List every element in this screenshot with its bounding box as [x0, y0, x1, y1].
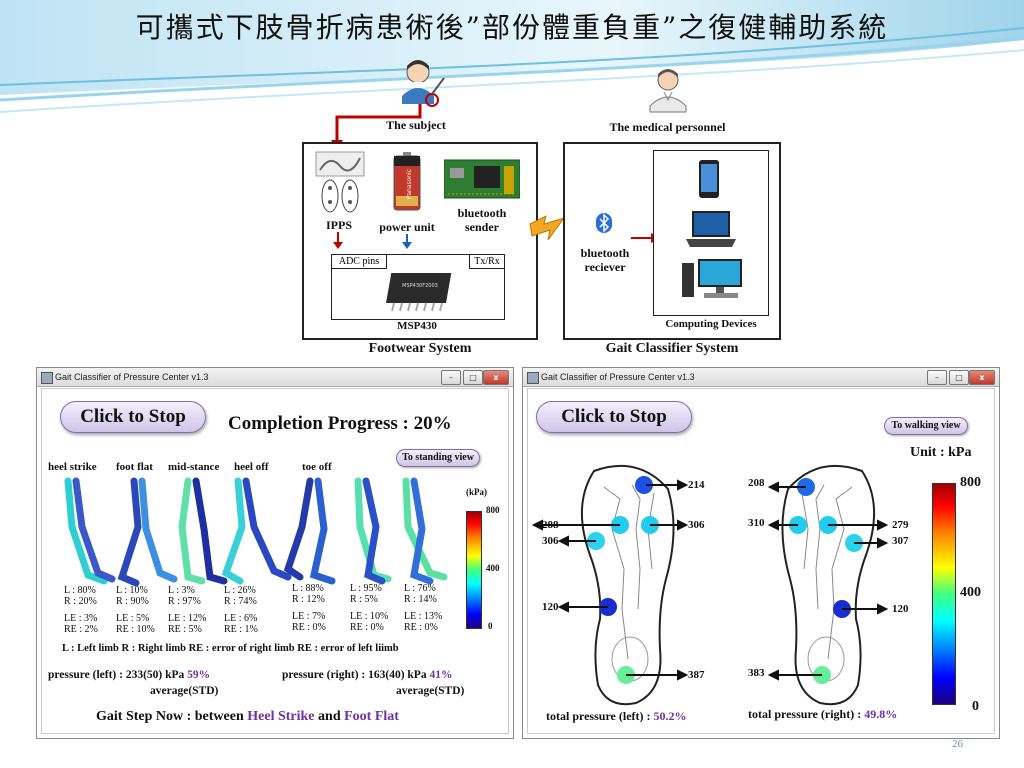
right-window-body: Click to Stop To walking view Unit : kPa — [527, 388, 995, 734]
medical-personnel-label: The medical personnel — [609, 120, 726, 134]
slide-page-number: 26 — [952, 738, 963, 750]
adc-pins-label: ADC pins — [331, 254, 387, 269]
left-pressure-colorbar — [466, 511, 482, 629]
bluetooth-icon — [596, 213, 612, 233]
left-m3-value: 306 — [688, 519, 705, 531]
laptop-icon — [686, 211, 736, 247]
medical-personnel-avatar-icon — [649, 69, 687, 113]
leg-skeleton-figures — [64, 477, 448, 587]
close-button[interactable]: x — [483, 370, 509, 385]
power-unit-label: power unit — [379, 220, 435, 234]
stats-block-6: L : 95%R : 5% LE : 10%RE : 0% — [350, 583, 389, 633]
right-colorbar-min: 0 — [972, 699, 979, 714]
maximize-button[interactable]: □ — [949, 370, 969, 385]
right-window-title: Gait Classifier of Pressure Center v1.3 — [541, 372, 695, 382]
left-heel-value: 387 — [688, 669, 705, 681]
stats-block-1: L : 80%R : 20% LE : 3%RE : 2% — [64, 585, 98, 635]
smartphone-icon — [699, 160, 719, 198]
right-mid-value: 120 — [892, 603, 909, 615]
subject-label: The subject — [386, 118, 446, 132]
stats-block-5: L : 88%R : 12% LE : 7%RE : 0% — [292, 583, 326, 633]
left-window-body: Click to Stop Completion Progress : 20% … — [41, 388, 509, 734]
right-heel-value: 383 — [748, 667, 765, 679]
right-m2-value: 279 — [892, 519, 909, 531]
ipps-insole-icon — [315, 151, 365, 213]
wireless-lightning-icon — [529, 215, 566, 241]
left-colorbar-min: 0 — [488, 621, 493, 631]
right-m1-value: 310 — [748, 517, 765, 529]
right-colorbar-mid: 400 — [960, 585, 981, 600]
right-pressure-colorbar — [932, 483, 956, 705]
bluetooth-board-icon — [444, 159, 520, 199]
phase-heel-strike: heel strike — [48, 461, 97, 473]
avg-std-left-label: average(STD) — [150, 685, 219, 697]
stats-block-3: L : 3%R : 97% LE : 12%RE : 5% — [168, 585, 207, 635]
ipps-label: IPPS — [325, 218, 352, 232]
foot-pressure-map — [531, 464, 889, 706]
total-pressure-right-text: total pressure (right) : 49.8% — [748, 707, 898, 721]
right-colorbar-max: 800 — [960, 475, 981, 490]
window-app-icon — [527, 372, 539, 384]
right-window-titlebar: Gait Classifier of Pressure Center v1.3 — [523, 368, 999, 387]
battery-brand-text: Panasonic — [406, 169, 413, 199]
footwear-system-box: IPPS Panasonic power unit bluetooth send… — [302, 142, 538, 340]
subject-avatar-icon — [402, 60, 445, 107]
gait-classifier-system-box: bluetooth reciever Computing Devices — [563, 142, 781, 340]
computing-devices-label: Computing Devices — [665, 318, 757, 330]
battery-icon: Panasonic — [393, 152, 421, 211]
click-to-stop-button[interactable]: Click to Stop — [60, 401, 206, 433]
minimize-button[interactable]: – — [441, 370, 461, 385]
phase-toe-off: toe off — [302, 461, 332, 473]
left-toe-value: 214 — [688, 479, 705, 491]
footwear-system-caption: Footwear System — [368, 341, 472, 356]
msp430-label: MSP430 — [397, 320, 437, 332]
phase-mid-stance: mid-stance — [168, 461, 220, 473]
left-window-titlebar: Gait Classifier of Pressure Center v1.3 — [37, 368, 513, 387]
left-colorbar-unit: (kPa) — [466, 487, 487, 497]
power-down-arrow-icon — [402, 234, 412, 249]
slide-title: 可攜式下肢骨折病患術後”部份體重負重”之復健輔助系統 — [135, 11, 889, 44]
left-window-title: Gait Classifier of Pressure Center v1.3 — [55, 372, 209, 382]
chip-marking-text: MSP430F2003 — [402, 283, 438, 289]
pressure-right-text: pressure (right) : 163(40) kPa 41% — [282, 669, 453, 681]
left-colorbar-mid: 400 — [486, 563, 500, 573]
stats-block-7: L : 76%R : 14% LE : 13%RE : 0% — [404, 583, 443, 633]
bluetooth-receiver-label: bluetooth reciever — [580, 246, 630, 274]
desktop-computer-icon — [682, 259, 742, 298]
to-walking-view-button[interactable]: To walking view — [884, 417, 968, 435]
txrx-label: Tx/Rx — [469, 254, 505, 269]
unit-kpa-label: Unit : kPa — [910, 445, 972, 460]
right-toe-value: 208 — [748, 477, 765, 489]
stats-block-4: L : 26%R : 74% LE : 6%RE : 1% — [224, 585, 258, 635]
slide-background-swoosh — [0, 0, 1024, 113]
left-colorbar-max: 800 — [486, 505, 500, 515]
left-m1-value: 288 — [542, 519, 559, 531]
phase-foot-flat: foot flat — [116, 461, 153, 473]
click-to-stop-button[interactable]: Click to Stop — [536, 401, 692, 433]
ipps-down-arrow-icon — [333, 232, 343, 249]
phase-heel-off: heel off — [234, 461, 269, 473]
avg-std-right-label: average(STD) — [396, 685, 465, 697]
left-gait-window: Gait Classifier of Pressure Center v1.3 … — [36, 367, 514, 739]
maximize-button[interactable]: □ — [463, 370, 483, 385]
msp430-chip-icon: MSP430F2003 — [386, 273, 452, 312]
bluetooth-sender-label: bluetooth sender — [457, 206, 507, 234]
right-m3-value: 307 — [892, 535, 909, 547]
window-app-icon — [41, 372, 53, 384]
msp430-box: ADC pins Tx/Rx MSP430F2003 — [331, 254, 505, 320]
close-button[interactable]: x — [969, 370, 995, 385]
gait-classifier-caption: Gait Classifier System — [605, 341, 739, 356]
right-gait-window: Gait Classifier of Pressure Center v1.3 … — [522, 367, 1000, 739]
to-standing-view-button[interactable]: To standing view — [396, 449, 480, 467]
stats-block-2: L : 10%R : 90% LE : 5%RE : 10% — [116, 585, 155, 635]
gait-step-now-text: Gait Step Now : between Heel Strike and … — [96, 709, 399, 724]
limb-legend-text: L : Left limb R : Right limb RE : error … — [62, 643, 399, 654]
left-m2-value: 306 — [542, 535, 559, 547]
left-mid-value: 120 — [542, 601, 559, 613]
completion-progress-text: Completion Progress : 20% — [228, 413, 452, 434]
computing-devices-box — [653, 150, 769, 316]
total-pressure-left-text: total pressure (left) : 50.2% — [546, 709, 687, 723]
pressure-left-text: pressure (left) : 233(50) kPa 59% — [48, 669, 211, 681]
minimize-button[interactable]: – — [927, 370, 947, 385]
